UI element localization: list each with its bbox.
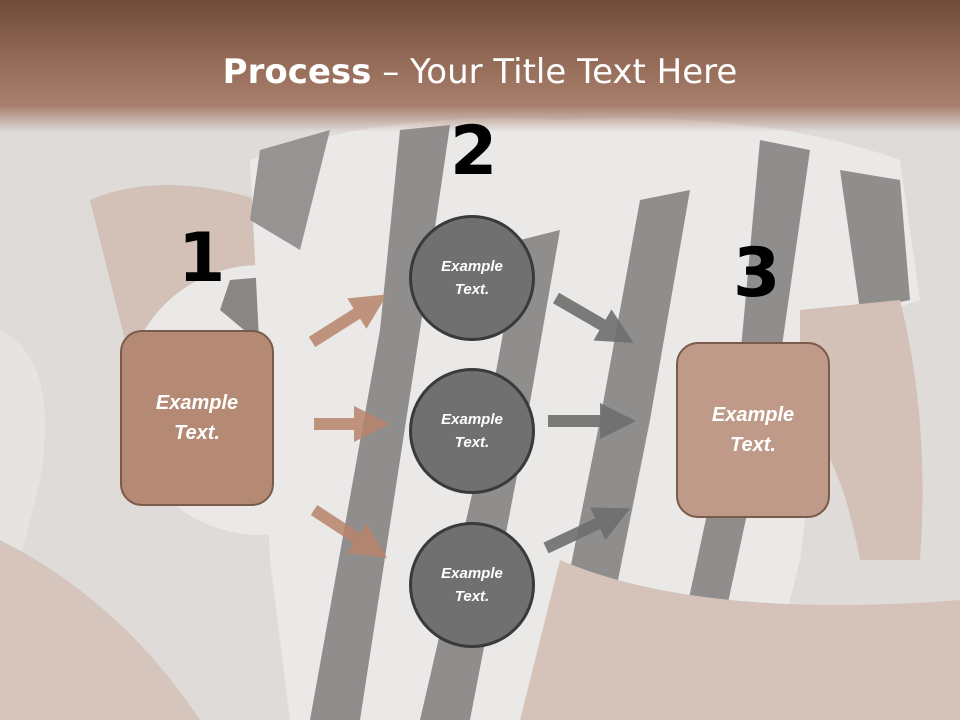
title-rest: Your Title Text Here xyxy=(410,52,738,92)
step-3-label-line2: Text. xyxy=(730,434,776,456)
circle-top-line2: Text. xyxy=(454,281,490,298)
circle-bottom-line1: Example xyxy=(441,565,503,582)
step-1-label: Example Text. xyxy=(137,388,257,448)
arrow-top-to-3 xyxy=(552,292,634,344)
step-number-1: 1 xyxy=(178,219,226,298)
step-number-2: 2 xyxy=(450,112,498,191)
title-bold: Process xyxy=(222,52,372,92)
arrow-1-to-top xyxy=(308,294,388,348)
arrow-bottom-to-3 xyxy=(543,507,631,554)
arrow-1-to-bottom xyxy=(310,504,388,558)
step-1-label-line1: Example xyxy=(155,392,239,414)
circle-bottom[interactable]: Example Text. xyxy=(409,522,535,648)
step-3-label: Example Text. xyxy=(693,400,813,460)
step-3-box[interactable]: Example Text. xyxy=(676,342,830,518)
title-bar xyxy=(0,0,960,132)
step-1-label-line2: Text. xyxy=(174,422,220,444)
step-number-3: 3 xyxy=(733,234,781,313)
circle-bottom-line2: Text. xyxy=(454,588,490,605)
circle-top-line1: Example xyxy=(441,258,503,275)
circle-middle-line2: Text. xyxy=(454,434,490,451)
circle-middle[interactable]: Example Text. xyxy=(409,368,535,494)
step-3-label-line1: Example xyxy=(711,404,795,426)
circle-middle-line1: Example xyxy=(441,411,503,428)
circle-top[interactable]: Example Text. xyxy=(409,215,535,341)
step-1-box[interactable]: Example Text. xyxy=(120,330,274,506)
slide-title: Process – Your Title Text Here xyxy=(0,52,960,92)
title-dash: – xyxy=(371,52,411,92)
